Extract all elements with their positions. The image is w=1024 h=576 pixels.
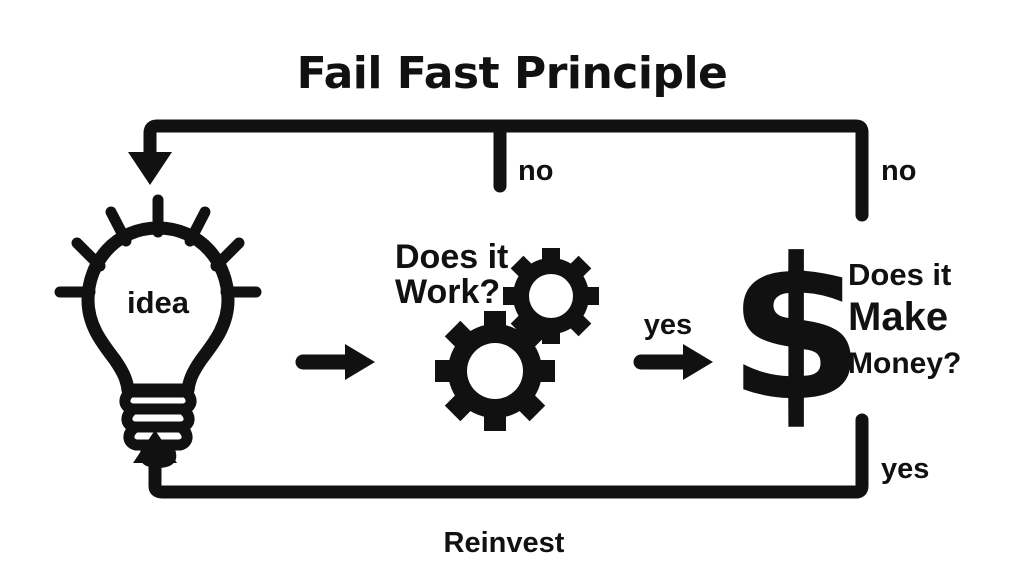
money-label-line2: Make	[848, 295, 948, 339]
edge-label-work-no: no	[518, 155, 553, 187]
arrow-right-icon	[683, 344, 713, 380]
dollar-sign-icon: $	[728, 217, 864, 445]
edge-label-work-to-money-yes: yes	[644, 309, 692, 341]
lightbulb-tip	[139, 447, 177, 468]
money-label-line1: Does it	[848, 257, 951, 292]
edge-label-money-no: no	[881, 155, 916, 187]
work-label-line2: Work?	[395, 273, 500, 311]
money-node: $ Does it Make Money?	[728, 217, 962, 445]
arrow-right-icon	[345, 344, 375, 380]
arrow-work-to-money	[633, 344, 713, 380]
work-label-line1: Does it	[395, 238, 508, 276]
money-label-line3: Money?	[848, 347, 961, 380]
idea-label: idea	[127, 285, 190, 320]
lightbulb-icon: idea	[54, 194, 262, 468]
gears-icon: Does it Work?	[395, 238, 599, 431]
edge-label-money-yes: yes	[881, 453, 929, 485]
reinvest-feedback-path	[148, 413, 869, 499]
gear-large-icon	[435, 311, 555, 431]
arrowhead-down-icon	[128, 152, 172, 185]
edge-label-reinvest: Reinvest	[444, 527, 565, 559]
gear-small-icon	[503, 248, 599, 344]
lightbulb-base-icon	[119, 386, 197, 451]
arrow-idea-to-work	[295, 344, 375, 380]
page-title: Fail Fast Principle	[297, 48, 728, 99]
